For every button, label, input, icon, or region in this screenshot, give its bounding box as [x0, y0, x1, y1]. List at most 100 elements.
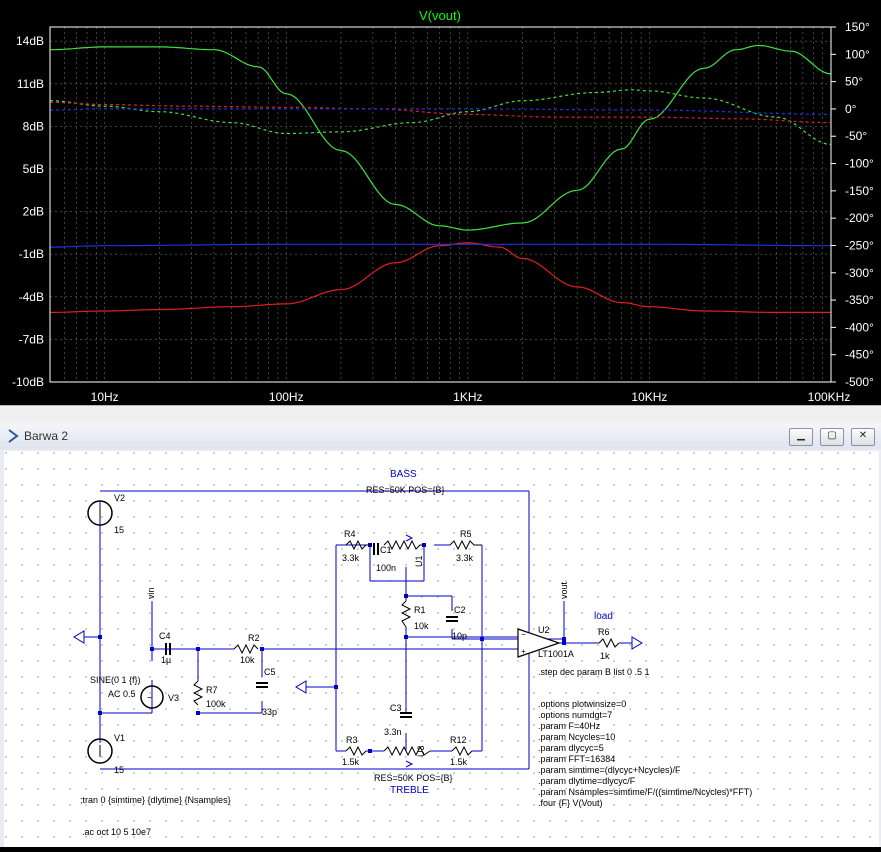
right-tick-label: -400° [845, 320, 874, 334]
left-tick-label: 11dB [17, 77, 44, 91]
v2-label: V2 [114, 493, 125, 503]
spice-directive-line: .four {F} V(Vout) [538, 798, 603, 808]
window-title: Barwa 2 [24, 429, 69, 443]
left-tick-label: -1dB [19, 247, 44, 261]
plot-canvas: V(vout) 14dB11dB8dB5dB2dB-1dB-4dB-7dB-10… [12, 8, 874, 404]
left-tick-label: -4dB [19, 290, 44, 304]
vin-net-label: vin [146, 587, 156, 599]
schematic-wires [84, 490, 632, 770]
tran-directive[interactable]: ;tran 0 {simtime} {dlytime} {Nsamples} [80, 795, 231, 805]
capacitor-c5[interactable]: C5 33p [256, 667, 277, 717]
spice-directive-line: .options plotwinsize=0 [538, 699, 626, 709]
r4-label: R4 [344, 529, 356, 539]
source-v3[interactable]: ~ V3 SINE(0 1 {f}) AC 0.5 [90, 675, 179, 709]
capacitor-c2[interactable]: C2 10p [446, 605, 467, 641]
r7-value: 100k [206, 699, 226, 709]
spice-directives[interactable]: .options plotwinsize=0.options numdgt=7.… [538, 699, 752, 808]
c5-label: C5 [264, 667, 276, 677]
right-tick-label: -350° [845, 293, 874, 307]
treble-res-attr: RES=50K POS={B} [374, 773, 453, 783]
c3-value: 3.3n [384, 727, 402, 737]
right-tick-label: -300° [845, 266, 874, 280]
capacitor-c1[interactable]: C1 100n [373, 543, 396, 573]
window-titlebar[interactable]: Barwa 2 ▁ ▢ ✕ [0, 423, 881, 449]
minimize-button[interactable]: ▁ [789, 428, 813, 446]
step-directive[interactable]: .step dec param B list 0 .5 1 [538, 667, 650, 677]
schematic-app-icon [8, 429, 19, 443]
right-tick-label: 150° [845, 20, 870, 34]
series-3-phase [50, 101, 832, 124]
schematic-window: Barwa 2 ▁ ▢ ✕ [0, 423, 881, 847]
left-tick-label: 5dB [23, 162, 44, 176]
ac-directive[interactable]: .ac oct 10 5 10e7 [82, 827, 151, 837]
r1-label: R1 [414, 605, 426, 615]
series-0-magnitude [50, 44, 832, 231]
c3-label: C3 [390, 703, 402, 713]
v3-label: V3 [168, 693, 179, 703]
x-tick-label: 100Hz [269, 390, 304, 404]
opamp-u2[interactable]: − + U2 LT1001A [517, 625, 574, 659]
r1-value: 10k [414, 621, 429, 631]
svg-text:+: + [521, 647, 526, 656]
right-tick-label: -250° [845, 238, 874, 252]
u2-label: U2 [538, 625, 550, 635]
plot-title[interactable]: V(vout) [419, 8, 461, 23]
series-2-magnitude [50, 242, 831, 313]
left-tick-label: 2dB [23, 205, 44, 219]
left-tick-label: 8dB [23, 119, 44, 133]
r12-value: 1.5k [450, 757, 468, 767]
schematic-canvas[interactable]: V2 15 V1 15 ~ V3 SINE(0 1 {f}) AC 0.5 [4, 451, 879, 847]
v3-value2: AC 0.5 [108, 689, 136, 699]
left-tick-label: -7dB [19, 332, 44, 346]
right-tick-label: -500° [845, 375, 874, 389]
treble-label: TREBLE [390, 785, 429, 796]
r2-value: 10k [240, 655, 255, 665]
right-tick-label: -150° [845, 184, 874, 198]
spice-directive-line: .param Nsamples=simtime/F/((simtime/Ncyc… [538, 787, 752, 797]
capacitor-c3[interactable]: C3 3.3n [384, 703, 412, 737]
r2-label: R2 [248, 633, 260, 643]
right-tick-label: -50° [845, 129, 867, 143]
c4-label: C4 [159, 631, 171, 641]
c4-value: 1µ [161, 655, 171, 665]
spice-directive-line: .options numdgt=7 [538, 710, 612, 720]
spice-directive-line: .param dlytime=dlycyc/F [538, 776, 636, 786]
series-1-phase [49, 89, 832, 145]
right-tick-label: 100° [845, 47, 870, 61]
source-v2[interactable]: V2 15 [87, 493, 125, 535]
u1-label: U1 [414, 555, 424, 567]
right-tick-label: -450° [845, 348, 874, 362]
r3-value: 1.5k [342, 757, 360, 767]
bass-res-attr: RES=50K POS={B} [366, 485, 445, 495]
r3-label: R3 [346, 735, 358, 745]
window-divider[interactable] [0, 405, 881, 424]
plot-grid [49, 27, 832, 383]
u3-label: U3 [416, 745, 426, 757]
spice-directive-line: .param Ncycles=10 [538, 732, 615, 742]
spice-directive-line: .param simtime=(dlycyc+Ncycles)/F [538, 765, 681, 775]
plot-frame [49, 26, 832, 383]
u2-value: LT1001A [538, 649, 574, 659]
spice-directive-line: .param F=40Hz [538, 721, 601, 731]
capacitor-c4[interactable]: C4 1µ [152, 631, 171, 665]
spice-directive-line: .param dlycyc=5 [538, 743, 604, 753]
spice-directive-line: .param FFT=16384 [538, 754, 615, 764]
vout-net-label: vout [559, 581, 569, 599]
right-tick-label: 50° [845, 75, 863, 89]
c5-value: 33p [262, 707, 277, 717]
v1-value: 15 [114, 765, 124, 775]
c1-label: C1 [380, 545, 392, 555]
right-tick-label: -200° [845, 211, 874, 225]
close-button[interactable]: ✕ [851, 428, 875, 446]
x-tick-label: 10Hz [91, 390, 119, 404]
x-tick-label: 1KHz [453, 390, 482, 404]
ground-symbols [73, 630, 643, 694]
r7-label: R7 [206, 685, 218, 695]
source-v1[interactable]: V1 15 [87, 733, 125, 775]
svg-text:−: − [521, 630, 526, 639]
maximize-button[interactable]: ▢ [820, 428, 844, 446]
r5-value: 3.3k [456, 553, 474, 563]
bass-label: BASS [390, 469, 417, 480]
